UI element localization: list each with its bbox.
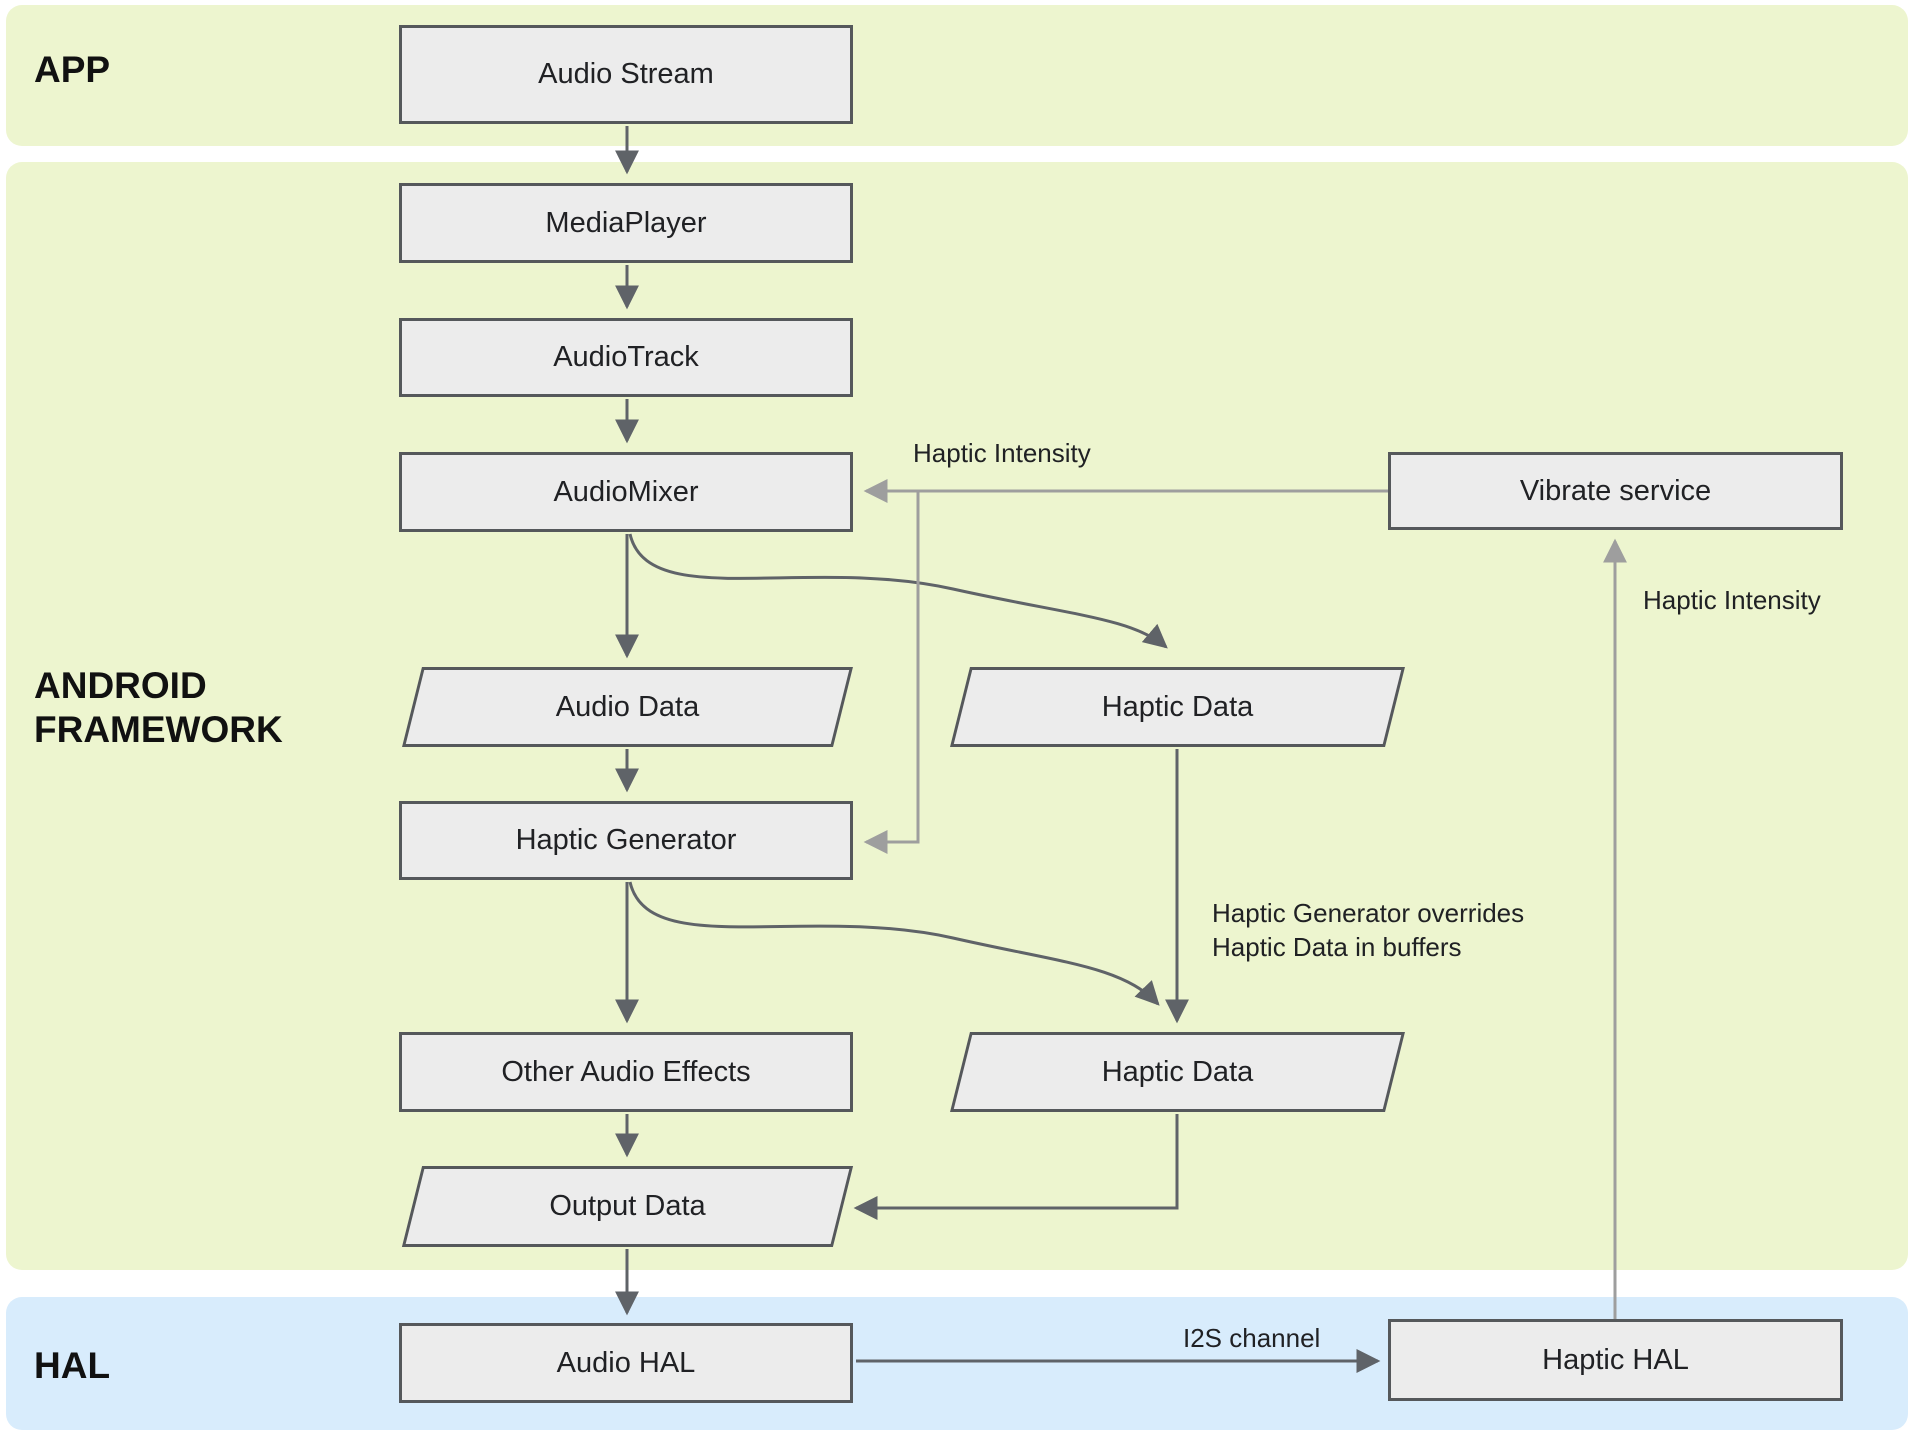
label-haptic-generator-override-note: Haptic Generator overrides Haptic Data i…: [1212, 896, 1524, 964]
node-media-player[interactable]: MediaPlayer: [399, 183, 853, 263]
app-band: [6, 5, 1908, 146]
override-note-line2: Haptic Data in buffers: [1212, 932, 1462, 962]
node-haptic-generator-label: Haptic Generator: [515, 824, 737, 856]
hal-band-label: HAL: [34, 1345, 111, 1386]
node-haptic-data-bottom[interactable]: Haptic Data: [950, 1032, 1405, 1112]
node-haptic-hal[interactable]: Haptic HAL: [1388, 1319, 1843, 1401]
node-vibrate-service[interactable]: Vibrate service: [1388, 452, 1843, 530]
node-audio-mixer[interactable]: AudioMixer: [399, 452, 853, 532]
node-audio-data-label: Audio Data: [555, 690, 700, 723]
node-output-data[interactable]: Output Data: [401, 1166, 854, 1247]
node-audio-data[interactable]: Audio Data: [402, 667, 853, 747]
node-audio-track[interactable]: AudioTrack: [399, 318, 853, 397]
line-vibrateservice-to-hapticgenerator: [863, 491, 920, 854]
node-audio-hal[interactable]: Audio HAL: [399, 1323, 853, 1403]
label-haptic-intensity-to-mixer: Haptic Intensity: [913, 438, 1091, 468]
android-framework-label-line1: ANDROID: [34, 665, 207, 706]
override-note-line1: Haptic Generator overrides: [1212, 898, 1525, 928]
node-haptic-data-bottom-label: Haptic Data: [1101, 1055, 1254, 1088]
arrow-hapticdata-bottom-to-outputdata: [853, 1114, 1179, 1220]
node-audio-hal-label: Audio HAL: [556, 1346, 696, 1379]
node-audio-stream-label: Audio Stream: [538, 58, 714, 90]
label-haptic-intensity-to-vibrate: Haptic Intensity: [1643, 585, 1821, 615]
arrow-audiomixer-to-hapticdata-top: [628, 533, 1168, 649]
node-haptic-hal-label: Haptic HAL: [1542, 1343, 1689, 1376]
arrow-hapticgenerator-to-hapticdata-bottom: [628, 881, 1160, 1006]
node-media-player-label: MediaPlayer: [545, 206, 707, 239]
node-haptic-generator[interactable]: Haptic Generator: [399, 801, 853, 880]
android-framework-label-line2: FRAMEWORK: [34, 709, 283, 750]
node-output-data-label: Output Data: [549, 1190, 706, 1222]
label-i2s-channel: I2S channel: [1183, 1323, 1321, 1353]
app-band-label: APP: [34, 49, 111, 90]
node-vibrate-service-label: Vibrate service: [1519, 474, 1712, 507]
node-other-audio-effects-label: Other Audio Effects: [501, 1055, 751, 1088]
node-audio-track-label: AudioTrack: [553, 341, 699, 373]
android-framework-band-label: ANDROID FRAMEWORK: [34, 664, 283, 752]
node-audio-stream[interactable]: Audio Stream: [399, 25, 853, 124]
node-audio-mixer-label: AudioMixer: [553, 475, 699, 508]
node-haptic-data-top-label: Haptic Data: [1101, 690, 1254, 723]
node-haptic-data-top[interactable]: Haptic Data: [950, 667, 1405, 747]
node-other-audio-effects[interactable]: Other Audio Effects: [399, 1032, 853, 1112]
